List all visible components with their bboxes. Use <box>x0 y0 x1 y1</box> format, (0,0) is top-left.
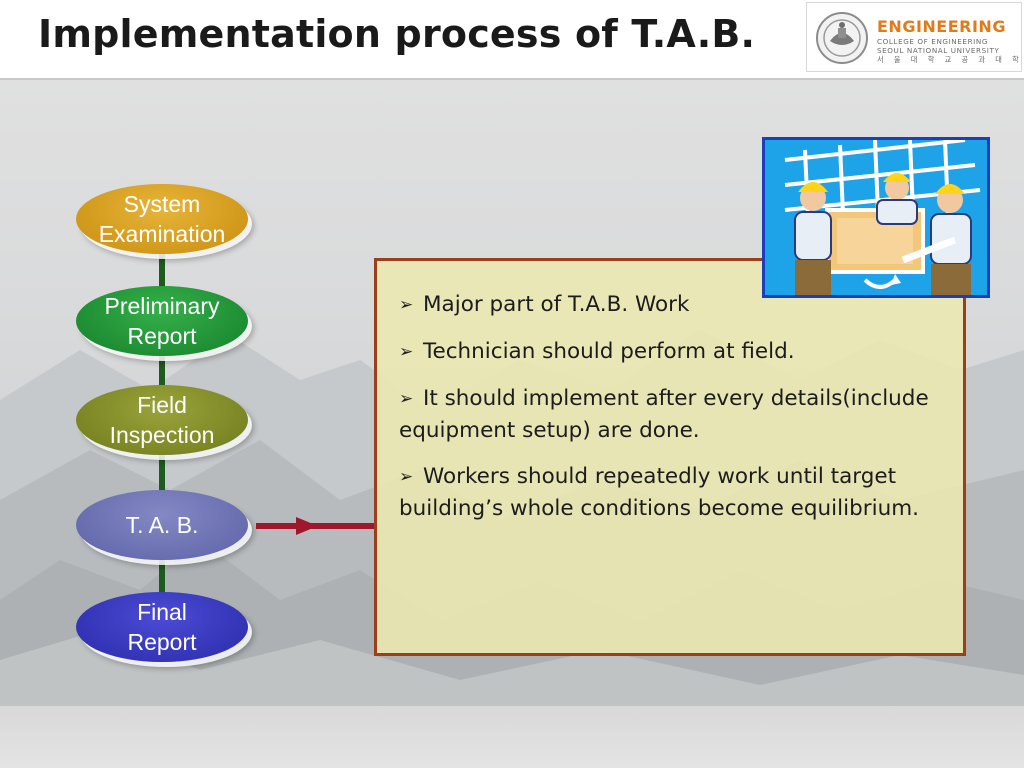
slide-title: Implementation process of T.A.B. <box>38 12 756 56</box>
detail-bullet: ➢ Major part of T.A.B. Work <box>399 289 945 321</box>
construction-workers-icon <box>762 137 990 298</box>
university-seal-icon <box>816 12 868 64</box>
arrow-bullet-icon: ➢ <box>399 342 414 362</box>
flow-node-field-inspection: Field Inspection <box>76 385 248 455</box>
flow-node-system-examination: System Examination <box>76 184 248 254</box>
detail-bullet-text: Technician should perform at field. <box>423 339 795 364</box>
detail-bullet: ➢ Technician should perform at field. <box>399 336 945 368</box>
detail-bullet-text: Major part of T.A.B. Work <box>423 292 690 317</box>
flow-node-final-report: Final Report <box>76 592 248 662</box>
slide-header: Implementation process of T.A.B. ENGINEE… <box>0 0 1024 80</box>
arrow-bullet-icon: ➢ <box>399 467 414 487</box>
logo-university-text: SEOUL NATIONAL UNIVERSITY <box>877 46 1000 55</box>
details-box: ➢ Major part of T.A.B. Work ➢ Technician s… <box>374 258 966 656</box>
engineering-logo: ENGINEERING COLLEGE OF ENGINEERING SEOUL… <box>806 2 1022 72</box>
detail-bullet: ➢Workers should repeatedly work until ta… <box>399 461 945 524</box>
flow-node-tab: T. A. B. <box>76 490 248 560</box>
logo-college-text: COLLEGE OF ENGINEERING <box>877 37 989 46</box>
arrow-bullet-icon: ➢ <box>399 389 414 409</box>
arrow-bullet-icon: ➢ <box>399 295 414 315</box>
logo-engineering-text: ENGINEERING <box>877 17 1006 36</box>
logo-korean-text: 서 울 대 학 교 공 과 대 학 <box>877 55 1023 64</box>
bottom-band <box>0 706 1024 768</box>
detail-bullet: ➢It should implement after every details… <box>399 383 945 446</box>
detail-bullet-text: Workers should repeatedly work until tar… <box>399 464 919 521</box>
flow-node-preliminary-report: Preliminary Report <box>76 286 248 356</box>
flow-arrow <box>256 517 374 535</box>
detail-bullet-text: It should implement after every details(… <box>399 386 929 443</box>
